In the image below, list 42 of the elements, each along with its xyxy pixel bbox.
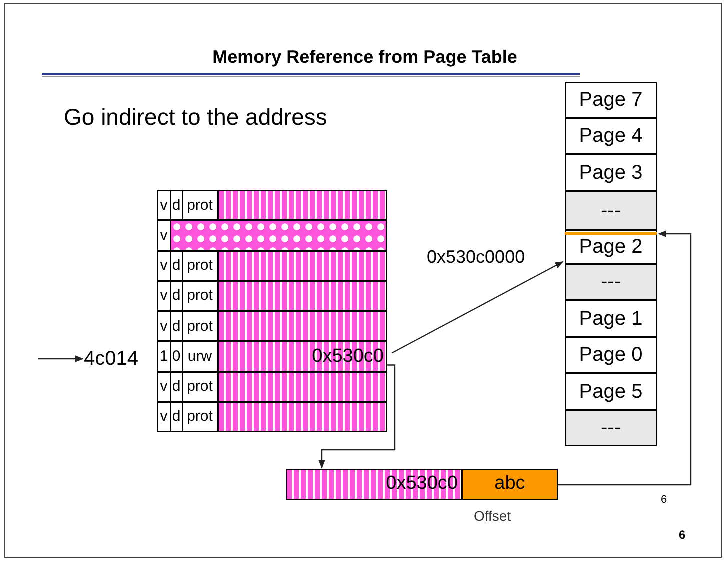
dirty-bit: d <box>171 312 183 340</box>
free-page: --- <box>565 410 657 446</box>
valid-bit: v <box>158 372 171 401</box>
memory-page: Page 3 <box>565 154 657 191</box>
valid-bit: v <box>158 402 171 431</box>
valid-bit: v <box>158 312 171 340</box>
memory-page: Page 2 <box>565 230 657 264</box>
page-table-row <box>157 280 387 311</box>
valid-bit: v <box>158 191 171 220</box>
free-page: --- <box>565 191 657 230</box>
page-table-row <box>157 372 387 402</box>
dirty-bit: d <box>171 282 183 310</box>
arrow <box>318 364 396 469</box>
virtual-address: 4c014 <box>84 346 154 372</box>
arrow <box>558 230 692 486</box>
memory-page: Page 0 <box>565 337 657 373</box>
slide-text: Go indirect to the address <box>64 103 328 132</box>
dirty-bit: d <box>171 191 183 220</box>
offset-field: abc <box>462 469 558 500</box>
dirty-bit: d <box>171 252 183 280</box>
slide-title: Memory Reference from Page Table <box>212 46 518 69</box>
free-page: --- <box>565 264 657 300</box>
edge-label: 0x530c0000 <box>427 248 526 266</box>
page-table-row <box>157 311 387 342</box>
memory-page: Page 4 <box>565 118 657 154</box>
memory-page: Page 5 <box>565 373 657 410</box>
page-table-row <box>157 190 387 220</box>
memory-page: Page 7 <box>565 82 657 118</box>
field-caption: Offset <box>474 507 512 526</box>
page-table-row <box>157 402 387 432</box>
dirty-bit: d <box>171 372 183 401</box>
memory-page: Page 1 <box>565 300 657 337</box>
dirty-bit: 0 <box>171 342 183 370</box>
valid-bit: 1 <box>158 342 171 370</box>
dirty-bit: d <box>171 402 183 431</box>
valid-bit: v <box>158 282 171 310</box>
arrow <box>38 356 84 362</box>
page-number: 6 <box>661 493 668 508</box>
arrow <box>392 261 564 354</box>
page-number: 6 <box>679 527 686 544</box>
page-table-row <box>157 250 387 281</box>
valid-bit: v <box>158 252 171 280</box>
